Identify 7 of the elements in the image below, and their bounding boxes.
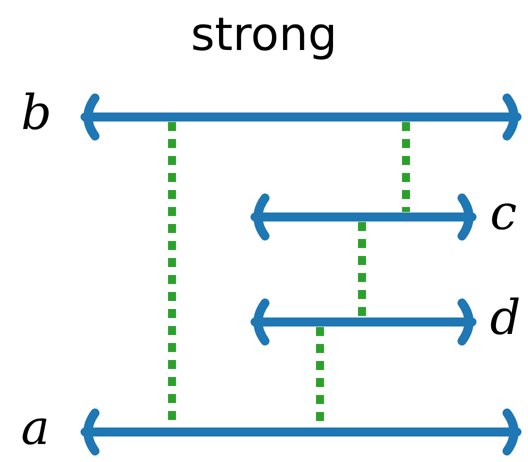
interval-name: a [21,402,50,454]
chart-title: strong [190,6,338,62]
interval-name: b [21,87,52,139]
interval-name: c [490,187,517,239]
dotted-connector [402,122,410,212]
interval-name: d [490,292,521,344]
dotted-connector [358,222,366,317]
